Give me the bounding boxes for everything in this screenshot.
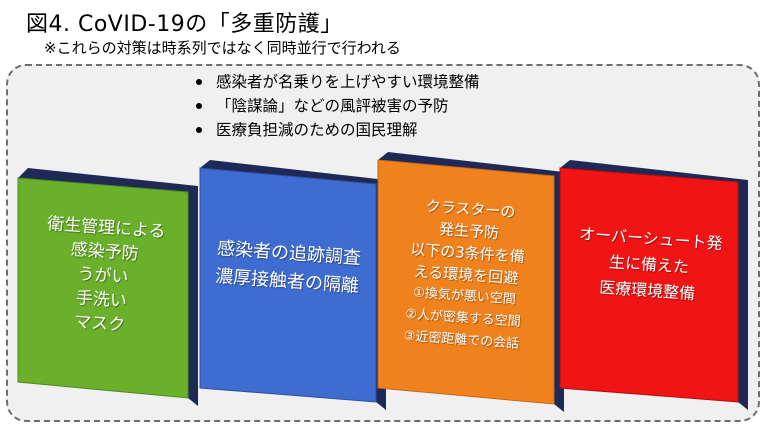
panel-hygiene-shape — [17, 168, 198, 406]
bullet-item: 医療負担減のための国民理解 — [192, 118, 480, 142]
bullet-list: 感染者が名乗りを上げやすい環境整備 「陰謀論」などの風評被害の予防 医療負担減の… — [192, 70, 480, 142]
bullet-item: 感染者が名乗りを上げやすい環境整備 — [192, 70, 480, 94]
figure-subtitle: ※これらの対策は時系列ではなく同時並行で行われる — [44, 39, 401, 57]
bullet-item: 「陰謀論」などの風評被害の予防 — [192, 94, 480, 118]
panel-hygiene: 衛生管理による 感染予防 うがい 手洗い マスク — [14, 160, 202, 410]
panel-overshoot-text: オーバーシュート発 生に備えた 医療環境整備 — [554, 220, 745, 311]
panel-hygiene-text: 衛生管理による 感染予防 うがい 手洗い マスク — [10, 210, 196, 342]
panel-tracing: 感染者の追跡調査 濃厚接触者の隔離 — [196, 156, 390, 414]
panel-overshoot-shape — [559, 160, 748, 410]
figure-title: 図4. CoVID-19の「多重防護」 — [26, 12, 343, 37]
panel-tracing-shape — [199, 160, 386, 410]
panel-overshoot: オーバーシュート発 生に備えた 医療環境整備 — [556, 158, 752, 414]
panel-cluster-shape — [377, 152, 564, 412]
panel-cluster-text: クラスターの 発生予防 以下の3条件を備 える環境を回避 ①換気が悪い空間 ②人… — [369, 192, 563, 358]
panel-cluster: クラスターの 発生予防 以下の3条件を備 える環境を回避 ①換気が悪い空間 ②人… — [374, 150, 568, 416]
